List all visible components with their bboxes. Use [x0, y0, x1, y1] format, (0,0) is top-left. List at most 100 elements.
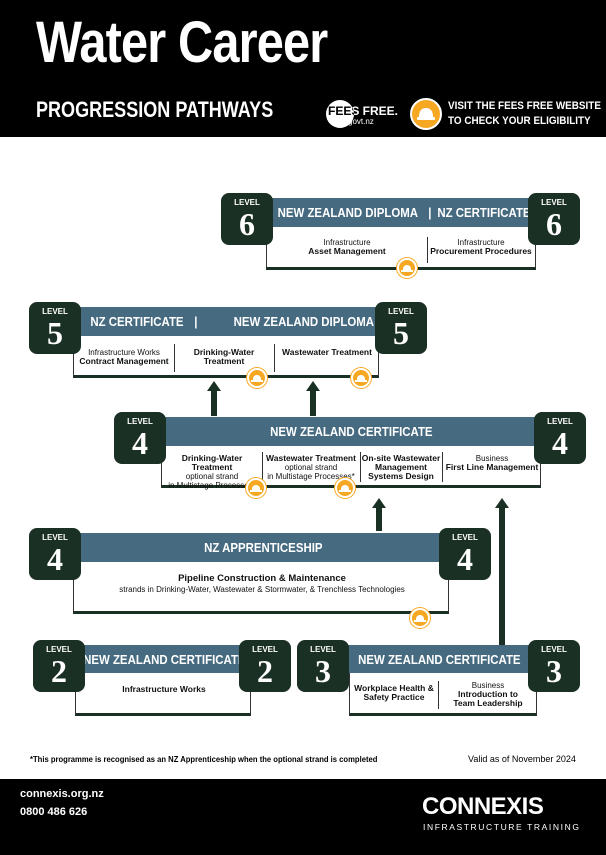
level6-diploma-title: NEW ZEALAND DIPLOMA	[277, 205, 419, 220]
phone-number[interactable]: 0800 486 626	[20, 806, 88, 818]
level6-course-procurement[interactable]: Infrastructure Procurement Procedures	[427, 238, 535, 256]
level2-title: NEW ZEALAND CERTIFICATE	[82, 651, 246, 667]
level-badge-5-left: LEVEL 5	[29, 302, 81, 354]
level5-diploma-title: NEW ZEALAND DIPLOMA	[233, 314, 374, 329]
connexis-logo-subtitle: INFRASTRUCTURE TRAINING	[423, 822, 581, 832]
level-badge-4-apprenticeship-left: LEVEL 4	[29, 528, 81, 580]
website-link[interactable]: connexis.org.nz	[20, 788, 104, 800]
level-number: 4	[47, 541, 63, 577]
level-badge-6-right: LEVEL 6	[528, 193, 580, 245]
divider	[442, 452, 443, 482]
hard-hat-icon	[397, 258, 417, 278]
level3-course-health-safety[interactable]: Workplace Health & Safety Practice	[350, 684, 438, 702]
course-name: On-site Wastewater	[361, 453, 441, 463]
course-strand: in Multistage Processes*	[267, 472, 355, 481]
level5-certificate-title: NZ CERTIFICATE	[90, 314, 184, 329]
visit-line-1: VISIT THE FEES FREE WEBSITE	[448, 100, 601, 112]
level6-course-asset[interactable]: Infrastructure Asset Management	[267, 238, 427, 256]
course-name: Treatment	[203, 356, 245, 366]
level-number: 3	[315, 653, 331, 689]
level-badge-3-right: LEVEL 3	[528, 640, 580, 692]
level-number: 4	[552, 425, 568, 461]
divider	[438, 681, 439, 709]
level-word: LEVEL	[42, 533, 68, 542]
course-strand: optional strand	[284, 463, 338, 472]
level3-title: NEW ZEALAND CERTIFICATE	[357, 651, 521, 667]
level-number: 3	[546, 653, 562, 689]
page-subtitle: PROGRESSION PATHWAYS	[36, 97, 274, 122]
course-name: Asset Management	[308, 246, 386, 256]
level-number: 4	[132, 425, 148, 461]
header-banner	[0, 0, 606, 137]
level2-bar: NEW ZEALAND CERTIFICATE	[80, 645, 248, 673]
course-category: Infrastructure Works	[88, 348, 160, 357]
level4-course-business[interactable]: Business First Line Management	[442, 454, 542, 472]
level5-course-contract[interactable]: Infrastructure Works Contract Management	[74, 348, 174, 366]
course-name: Procurement Procedures	[430, 246, 532, 256]
hard-hat-icon	[410, 98, 442, 130]
level5-bar: NZ CERTIFICATE | NEW ZEALAND DIPLOMA	[78, 307, 382, 336]
level4-course-drinking-water[interactable]: Drinking-Water Treatment optional strand…	[162, 453, 262, 491]
level6-separator: |	[427, 205, 432, 220]
level-number: 4	[457, 541, 473, 577]
level-number: 5	[393, 315, 409, 351]
course-name: Pipeline Construction & Maintenance	[178, 573, 346, 584]
course-name: Introduction to	[458, 689, 518, 699]
hard-hat-icon	[247, 368, 267, 388]
level5-course-wastewater[interactable]: Wastewater Treatment	[274, 348, 380, 357]
fees-free-brand: FEES FREE.	[328, 104, 399, 118]
course-strand: optional strand	[185, 472, 239, 481]
level2-courses: Infrastructure Works	[75, 673, 251, 716]
level5-course-drinking-water[interactable]: Drinking-Water Treatment	[174, 348, 274, 366]
hard-hat-icon	[410, 608, 430, 628]
level-word: LEVEL	[541, 198, 567, 207]
course-name: Drinking-Water Treatment	[181, 453, 243, 472]
level-word: LEVEL	[452, 533, 478, 542]
divider	[274, 344, 275, 372]
level-badge-4-left: LEVEL 4	[114, 412, 166, 464]
level4-course-wastewater[interactable]: Wastewater Treatment optional strand in …	[262, 454, 360, 482]
visit-fees-free-link[interactable]: VISIT THE FEES FREE WEBSITE TO CHECK YOU…	[448, 99, 601, 129]
level3-courses: Workplace Health & Safety Practice Busin…	[349, 673, 537, 716]
valid-date: Valid as of November 2024	[468, 754, 576, 764]
level-badge-2-left: LEVEL 2	[33, 640, 85, 692]
course-name: Drinking-Water	[193, 347, 255, 357]
arrow-l3-to-l4	[499, 507, 505, 647]
level-number: 2	[257, 653, 273, 689]
level-number: 2	[51, 653, 67, 689]
hard-hat-icon	[335, 478, 355, 498]
level3-bar: NEW ZEALAND CERTIFICATE	[344, 645, 534, 673]
level4-certificate-bar: NEW ZEALAND CERTIFICATE	[163, 417, 539, 446]
apprenticeship-course[interactable]: Pipeline Construction & Maintenance stra…	[74, 574, 450, 594]
arrowhead-icon	[495, 498, 509, 508]
level6-bar: NEW ZEALAND DIPLOMA | NZ CERTIFICATE	[268, 198, 534, 227]
apprenticeship-bar: NZ APPRENTICESHIP	[80, 533, 446, 562]
level-badge-3-left: LEVEL 3	[297, 640, 349, 692]
apprenticeship-courses: Pipeline Construction & Maintenance stra…	[73, 562, 449, 614]
divider	[360, 452, 361, 482]
arrowhead-icon	[372, 498, 386, 508]
apprenticeship-title: NZ APPRENTICESHIP	[203, 540, 323, 555]
level4-course-onsite[interactable]: On-site Wastewater Management Systems De…	[360, 454, 442, 481]
arrowhead-icon	[207, 381, 221, 391]
course-name: Infrastructure Works	[122, 684, 206, 694]
level-badge-2-right: LEVEL 2	[239, 640, 291, 692]
level-badge-4-right: LEVEL 4	[534, 412, 586, 464]
level-number: 6	[546, 206, 562, 242]
level-number: 6	[239, 206, 255, 242]
divider	[262, 452, 263, 482]
page-title: Water Career	[36, 10, 328, 75]
level6-certificate-title: NZ CERTIFICATE	[437, 205, 531, 220]
level-badge-6-left: LEVEL 6	[221, 193, 273, 245]
course-name: Wastewater Treatment	[282, 347, 372, 357]
arrow-apprenticeship-to-l4	[376, 507, 382, 531]
course-name: Team Leadership	[453, 698, 523, 708]
level3-course-team-leadership[interactable]: Business Introduction to Team Leadership	[438, 681, 538, 708]
course-category: Infrastructure	[323, 238, 371, 247]
fees-free-logo[interactable]: FEES FREE. govt.nz	[326, 98, 398, 128]
hard-hat-icon	[246, 478, 266, 498]
level-number: 5	[47, 315, 63, 351]
visit-line-2: TO CHECK YOUR ELIGIBILITY	[448, 115, 591, 127]
level2-course-infrastructure[interactable]: Infrastructure Works	[76, 685, 252, 694]
course-strand: strands in Drinking-Water, Wastewater & …	[119, 585, 405, 594]
